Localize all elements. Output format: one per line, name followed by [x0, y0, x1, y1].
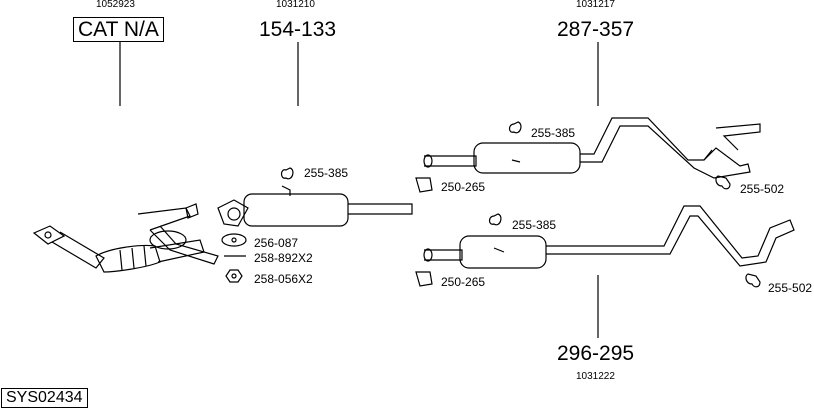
rear-bottom-part-number[interactable]: 296-295	[557, 342, 635, 365]
front-muffler-part	[217, 185, 413, 227]
nut-label[interactable]: 258-056X2	[254, 272, 313, 286]
rear-bottom-code: 1031222	[576, 371, 615, 382]
catalytic-converter-assembly	[32, 203, 219, 273]
rear-bottom-accessories	[415, 213, 761, 288]
cat-code: 1052923	[96, 0, 135, 10]
front-muffler-part-number[interactable]: 154-133	[259, 18, 337, 41]
pipe-code: 1031210	[276, 0, 315, 10]
mount-rear-top-label[interactable]: 255-502	[740, 182, 785, 196]
gasket-label[interactable]: 256-087	[254, 236, 299, 250]
cat-part-number[interactable]: CAT N/A	[73, 17, 164, 42]
system-id: SYS02434	[1, 388, 88, 408]
rear-top-code: 1031217	[576, 0, 615, 10]
clamp-rear-top-label[interactable]: 250-265	[441, 180, 486, 194]
rear-top-accessories	[415, 121, 731, 193]
mount-rear-bottom-label[interactable]: 255-502	[768, 281, 813, 295]
rear-top-part-number[interactable]: 287-357	[557, 18, 635, 41]
hanger-rear-bottom-label[interactable]: 255-385	[512, 218, 557, 232]
bolt-label[interactable]: 258-892X2	[254, 251, 313, 265]
hanger-rear-top-label[interactable]: 255-385	[531, 126, 576, 140]
rear-top-part	[423, 117, 761, 179]
clamp-rear-bottom-label[interactable]: 250-265	[441, 275, 486, 289]
hanger-front-label[interactable]: 255-385	[304, 166, 349, 180]
front-accessories	[221, 167, 294, 283]
rear-bottom-part	[423, 205, 795, 269]
